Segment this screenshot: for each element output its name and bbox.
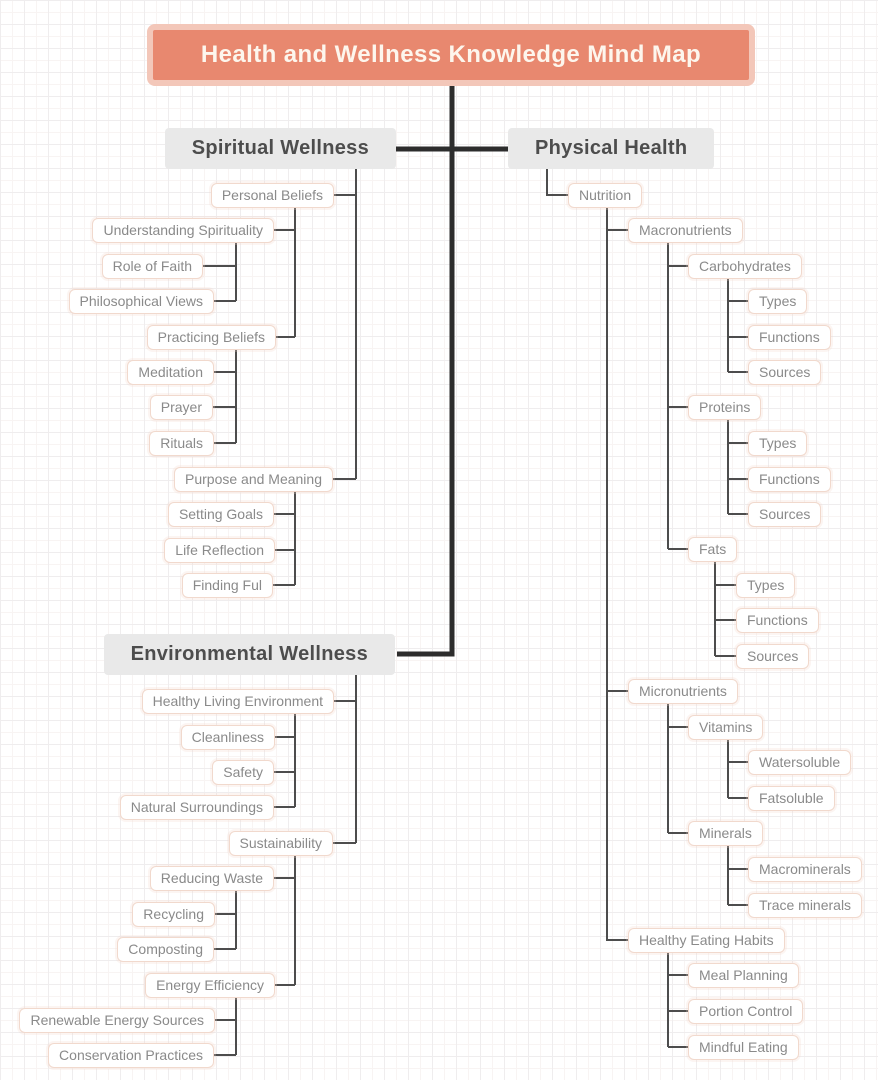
node-composting[interactable]: Composting: [117, 937, 214, 962]
node-proteins-sources[interactable]: Sources: [748, 502, 822, 527]
node-proteins-functions[interactable]: Functions: [748, 467, 831, 492]
node-healthy-eating-habits[interactable]: Healthy Eating Habits: [628, 928, 785, 953]
node-life-reflection[interactable]: Life Reflection: [164, 538, 275, 563]
node-healthy-living-environment[interactable]: Healthy Living Environment: [141, 689, 334, 714]
node-safety[interactable]: Safety: [212, 760, 274, 785]
branch-connectors: [196, 168, 756, 1056]
node-prayer[interactable]: Prayer: [149, 395, 213, 420]
node-natural-surroundings[interactable]: Natural Surroundings: [119, 795, 274, 820]
node-nutrition[interactable]: Nutrition: [568, 183, 643, 208]
node-trace-minerals[interactable]: Trace minerals: [748, 893, 863, 918]
node-recycling[interactable]: Recycling: [132, 902, 215, 927]
node-macronutrients[interactable]: Macronutrients: [628, 218, 743, 243]
node-role-of-faith[interactable]: Role of Faith: [101, 254, 203, 279]
node-reducing-waste[interactable]: Reducing Waste: [149, 866, 274, 891]
node-energy-efficiency[interactable]: Energy Efficiency: [145, 973, 275, 998]
node-cleanliness[interactable]: Cleanliness: [180, 725, 275, 750]
node-watersoluble[interactable]: Watersoluble: [748, 750, 852, 775]
root-node[interactable]: Health and Wellness Knowledge Mind Map: [147, 24, 755, 86]
node-mindful-eating[interactable]: Mindful Eating: [688, 1035, 799, 1060]
node-carbohydrates-types[interactable]: Types: [748, 289, 808, 314]
branch-spiritual-wellness[interactable]: Spiritual Wellness: [164, 128, 396, 169]
node-meditation[interactable]: Meditation: [127, 360, 214, 385]
node-understanding-spirituality[interactable]: Understanding Spirituality: [92, 218, 274, 243]
node-setting-goals[interactable]: Setting Goals: [167, 502, 274, 527]
node-fats-sources[interactable]: Sources: [736, 644, 810, 669]
node-carbohydrates-functions[interactable]: Functions: [748, 325, 831, 350]
node-portion-control[interactable]: Portion Control: [688, 999, 804, 1024]
node-meal-planning[interactable]: Meal Planning: [688, 963, 799, 988]
branch-environmental-wellness[interactable]: Environmental Wellness: [103, 634, 395, 675]
node-carbohydrates-sources[interactable]: Sources: [748, 360, 822, 385]
node-carbohydrates[interactable]: Carbohydrates: [688, 254, 802, 279]
trunk-connector: [396, 86, 508, 657]
node-proteins-types[interactable]: Types: [748, 431, 808, 456]
branch-physical-health[interactable]: Physical Health: [508, 128, 715, 169]
node-fats[interactable]: Fats: [688, 537, 738, 562]
node-minerals[interactable]: Minerals: [688, 821, 763, 846]
node-micronutrients[interactable]: Micronutrients: [628, 679, 738, 704]
node-renewable-energy-sources[interactable]: Renewable Energy Sources: [19, 1008, 215, 1033]
node-fats-functions[interactable]: Functions: [736, 608, 819, 633]
node-personal-beliefs[interactable]: Personal Beliefs: [210, 183, 334, 208]
node-rituals[interactable]: Rituals: [149, 431, 214, 456]
node-conservation-practices[interactable]: Conservation Practices: [48, 1043, 214, 1068]
node-practicing-beliefs[interactable]: Practicing Beliefs: [146, 325, 276, 350]
node-fatsoluble[interactable]: Fatsoluble: [748, 786, 835, 811]
node-sustainability[interactable]: Sustainability: [228, 831, 333, 856]
node-proteins[interactable]: Proteins: [688, 395, 762, 420]
node-philosophical-views[interactable]: Philosophical Views: [68, 289, 214, 314]
node-purpose-and-meaning[interactable]: Purpose and Meaning: [174, 467, 333, 492]
node-finding-ful[interactable]: Finding Ful: [181, 573, 273, 598]
node-macrominerals[interactable]: Macrominerals: [748, 857, 862, 882]
node-vitamins[interactable]: Vitamins: [688, 715, 764, 740]
node-fats-types[interactable]: Types: [736, 573, 796, 598]
